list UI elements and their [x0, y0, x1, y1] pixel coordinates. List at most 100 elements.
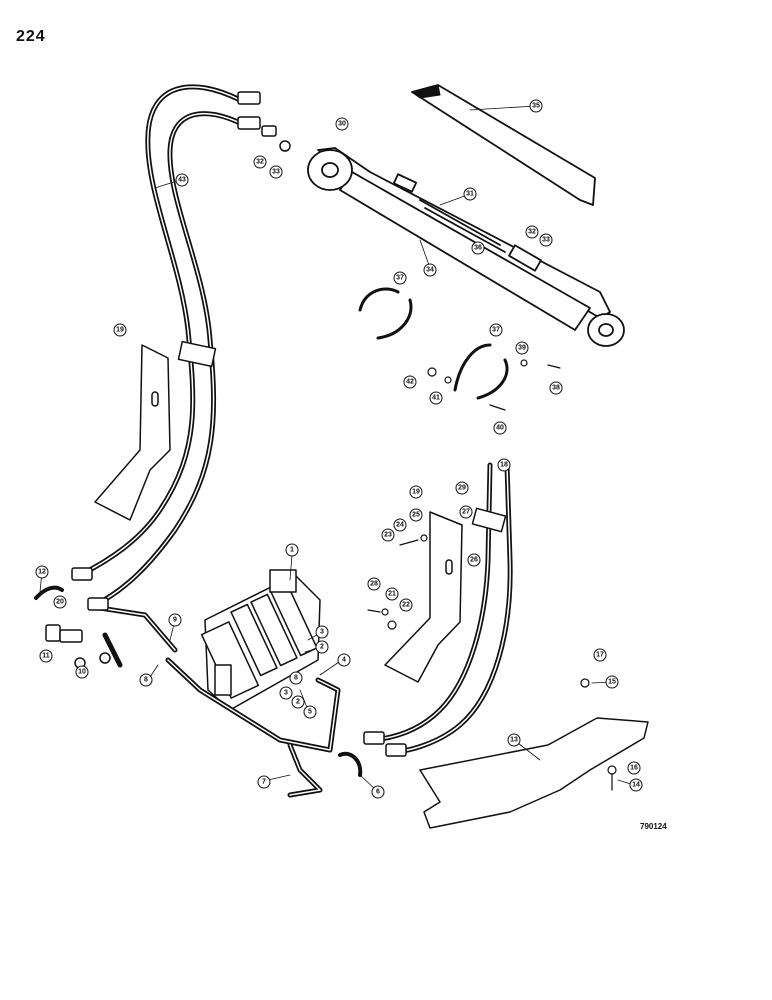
callout-7: 7	[257, 775, 271, 789]
svg-text:22: 22	[402, 602, 410, 609]
callout-16: 16	[627, 761, 641, 775]
callout-2b: 2	[291, 695, 305, 709]
svg-text:17: 17	[596, 652, 604, 659]
callout-40: 40	[493, 421, 507, 435]
svg-text:28: 28	[370, 581, 378, 588]
svg-text:43: 43	[178, 177, 186, 184]
svg-text:16: 16	[630, 765, 638, 772]
callout-36: 36	[471, 241, 485, 255]
callout-19a: 19	[113, 323, 127, 337]
svg-text:2: 2	[296, 699, 300, 706]
callout-13: 13	[507, 733, 521, 747]
callout-33b: 33	[539, 233, 553, 247]
long-hose-pair	[77, 84, 247, 608]
svg-text:21: 21	[388, 591, 396, 598]
callout-30: 30	[335, 117, 349, 131]
bar-35	[411, 84, 596, 206]
svg-text:41: 41	[432, 395, 440, 402]
bracket-19-right	[384, 511, 463, 683]
bracket-19-left	[94, 344, 171, 521]
svg-text:8: 8	[144, 677, 148, 684]
callout-3b: 3	[279, 686, 293, 700]
callout-21: 21	[385, 587, 399, 601]
svg-text:12: 12	[38, 569, 46, 576]
svg-text:11: 11	[42, 653, 50, 660]
callout-2a: 2	[315, 640, 329, 654]
svg-text:26: 26	[470, 557, 478, 564]
callout-12: 12	[35, 565, 49, 579]
callout-34: 34	[423, 263, 437, 277]
svg-text:3: 3	[320, 629, 324, 636]
svg-text:39: 39	[518, 345, 526, 352]
callout-8b: 8	[289, 671, 303, 685]
callout-20: 20	[53, 595, 67, 609]
svg-text:15: 15	[608, 679, 616, 686]
svg-text:33: 33	[272, 169, 280, 176]
svg-text:23: 23	[384, 532, 392, 539]
callout-18: 18	[497, 458, 511, 472]
svg-text:31: 31	[466, 191, 474, 198]
svg-text:9: 9	[173, 617, 177, 624]
svg-text:37: 37	[396, 275, 404, 282]
svg-text:32: 32	[256, 159, 264, 166]
svg-text:40: 40	[496, 425, 504, 432]
page-number: 224	[16, 28, 46, 45]
svg-text:32: 32	[528, 229, 536, 236]
callout-8a: 8	[139, 673, 153, 687]
callout-37a: 37	[393, 271, 407, 285]
callout-24: 24	[393, 518, 407, 532]
svg-text:5: 5	[308, 709, 312, 716]
callout-9: 9	[168, 613, 182, 627]
callout-15: 15	[605, 675, 619, 689]
callout-32a: 32	[253, 155, 267, 169]
lower-right-fittings	[338, 731, 407, 777]
svg-text:18: 18	[500, 462, 508, 469]
plate-13	[419, 717, 649, 829]
callout-25: 25	[409, 508, 423, 522]
callout-43: 43	[175, 173, 189, 187]
svg-text:27: 27	[462, 509, 470, 516]
svg-text:7: 7	[262, 779, 266, 786]
callout-39: 39	[515, 341, 529, 355]
svg-text:8: 8	[294, 675, 298, 682]
callout-32b: 32	[525, 225, 539, 239]
svg-text:34: 34	[426, 267, 434, 274]
svg-text:10: 10	[78, 669, 86, 676]
callout-26: 26	[467, 553, 481, 567]
control-valve	[200, 569, 321, 711]
callout-3a: 3	[315, 625, 329, 639]
hose-clamp	[177, 340, 217, 368]
svg-text:19: 19	[116, 327, 124, 334]
callout-23: 23	[381, 528, 395, 542]
svg-text:24: 24	[396, 522, 404, 529]
callout-markers: 1 2 2 3 3 4 5 6 7 8 8 9 10 11 12 13 14 1…	[35, 99, 643, 799]
svg-text:35: 35	[532, 103, 540, 110]
callout-14: 14	[629, 778, 643, 792]
callout-4: 4	[337, 653, 351, 667]
svg-text:1: 1	[290, 547, 294, 554]
svg-text:14: 14	[632, 782, 640, 789]
svg-text:33: 33	[542, 237, 550, 244]
callout-31: 31	[463, 187, 477, 201]
svg-text:29: 29	[458, 485, 466, 492]
svg-text:6: 6	[376, 789, 380, 796]
drawing-number: 790124	[640, 822, 667, 831]
callout-41: 41	[429, 391, 443, 405]
callout-35: 35	[529, 99, 543, 113]
svg-text:19: 19	[412, 489, 420, 496]
svg-text:3: 3	[284, 690, 288, 697]
svg-text:36: 36	[474, 245, 482, 252]
left-fittings	[34, 567, 111, 669]
small-hardware	[367, 359, 617, 791]
svg-text:20: 20	[56, 599, 64, 606]
hose-fittings-top	[237, 91, 291, 152]
svg-text:37: 37	[492, 327, 500, 334]
callout-22: 22	[399, 598, 413, 612]
callout-42: 42	[403, 375, 417, 389]
svg-text:25: 25	[412, 512, 420, 519]
svg-text:30: 30	[338, 121, 346, 128]
callout-27: 27	[459, 505, 473, 519]
svg-text:2: 2	[320, 644, 324, 651]
svg-text:4: 4	[342, 657, 346, 664]
